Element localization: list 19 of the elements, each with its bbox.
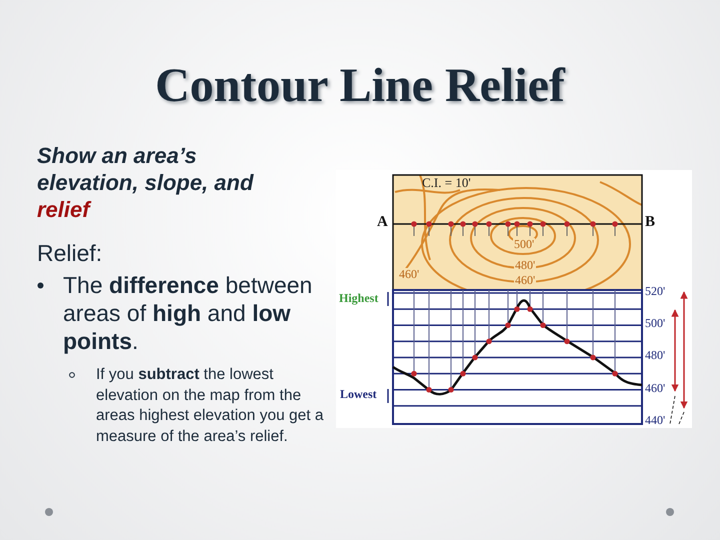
- heading-text: Relief:: [37, 239, 104, 267]
- slide-title: Contour Line Relief: [154, 62, 566, 110]
- point-label: A: [377, 215, 388, 230]
- elevation-label: 500': [645, 317, 666, 329]
- elevation-label: 520': [645, 285, 666, 297]
- elevation-label: 460': [514, 274, 536, 286]
- point-label: B: [645, 215, 656, 230]
- sub-bullet-text: If you subtract the lowest elevation on the map from the areas highest elevation you get a measure of the area’s relief.: [96, 365, 324, 446]
- highest-label: Highest: [339, 292, 378, 304]
- elevation-label: 440': [645, 414, 666, 426]
- lowest-label: Lowest: [340, 388, 377, 400]
- elevation-label: 500': [513, 238, 536, 250]
- elevation-label: 460': [645, 382, 666, 394]
- elevation-label: 480': [645, 349, 666, 361]
- elevation-label: 460': [398, 268, 420, 280]
- contour-interval-label: C.I. = 10': [422, 176, 471, 189]
- elevation-label: 480': [514, 259, 536, 271]
- subtitle-text: Show an area’s elevation, slope, and relief: [37, 142, 255, 223]
- bullet-text: The difference between areas of high and low points.: [63, 271, 314, 355]
